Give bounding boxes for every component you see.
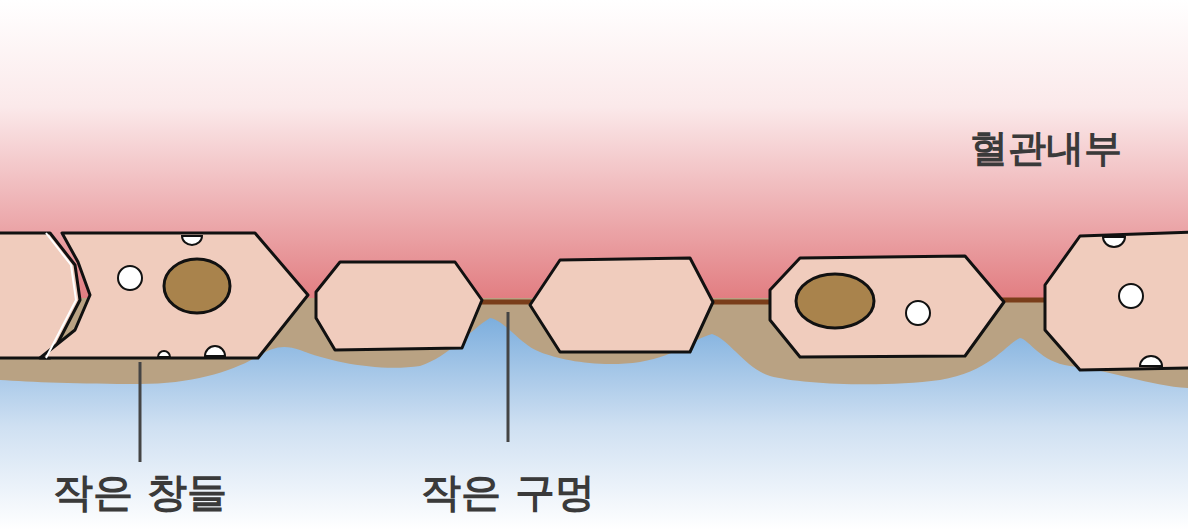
pore-diaphragm xyxy=(710,300,775,305)
endothelial-cell xyxy=(530,258,713,352)
fenestra xyxy=(1119,284,1143,308)
part-label: 작은 구멍 xyxy=(421,470,595,514)
endothelial-cell xyxy=(40,233,308,358)
cell-junction xyxy=(46,233,76,358)
leader-line xyxy=(139,362,142,462)
endothelial-cell xyxy=(1045,232,1188,370)
pore-diaphragm xyxy=(475,300,535,305)
fenestra xyxy=(158,351,170,357)
region-label: 혈관내부 xyxy=(970,128,1122,170)
leader-line xyxy=(507,312,510,442)
fenestra xyxy=(1140,356,1162,366)
fenestra xyxy=(1103,237,1125,247)
endothelial-cell xyxy=(316,262,482,350)
pore-diaphragm xyxy=(1000,298,1050,303)
endothelial-cell xyxy=(770,256,1004,357)
fenestra xyxy=(118,266,142,290)
part-label: 작은 창들 xyxy=(53,470,227,514)
fenestra xyxy=(906,301,930,325)
fenestra xyxy=(205,346,225,356)
fenestra xyxy=(182,236,202,245)
cell-nucleus xyxy=(796,274,874,328)
cell-nucleus xyxy=(164,259,230,313)
